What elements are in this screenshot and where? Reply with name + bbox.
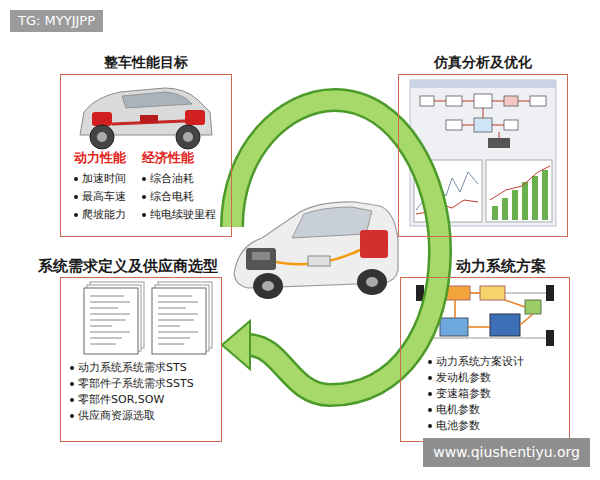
list-item: 综合油耗 xyxy=(150,172,194,185)
bullet-dot xyxy=(428,360,432,364)
list-item: 发动机参数 xyxy=(436,371,491,384)
list-item: 供应商资源选取 xyxy=(78,409,155,422)
bullet-dot xyxy=(142,177,146,181)
arrow-head xyxy=(222,321,250,369)
section-heading: 动力性能 xyxy=(74,150,126,166)
list-item: 加速时间 xyxy=(82,172,126,185)
bullet-dot xyxy=(428,408,432,412)
panel-node: 动力系统方案动力系统方案设计发动机参数变速箱参数电机参数电池参数 xyxy=(400,255,570,442)
bullet-dot xyxy=(74,213,78,217)
list-item: 综合电耗 xyxy=(150,190,194,203)
bullet-dot xyxy=(74,195,78,199)
arrow-outline xyxy=(232,100,440,395)
list-item: 动力系统方案设计 xyxy=(436,355,524,368)
panel-node: 整车性能目标动力性能加速时间最高车速爬坡能力 经济性能综合油耗综合电耗纯电续驶里程 xyxy=(60,52,232,237)
list-item: 变速箱参数 xyxy=(436,387,491,400)
suv-cutaway xyxy=(80,88,212,149)
list-item: 电池参数 xyxy=(436,419,480,432)
bullet-dot xyxy=(70,398,74,402)
panel-node: 仿真分析及优化 xyxy=(398,52,568,237)
panel-title: 动力系统方案 xyxy=(456,257,546,275)
bullet-dot xyxy=(428,424,432,428)
bullet-dot xyxy=(70,382,74,386)
list-item: 电机参数 xyxy=(436,403,480,416)
panel-node: 系统需求定义及供应商选型动力系统系统需求STS 零部件子系统需求SSTS 零部件SO… xyxy=(38,255,222,442)
bullet-dot xyxy=(70,366,74,370)
panel-title: 整车性能目标 xyxy=(60,54,232,70)
list-item: 最高车速 xyxy=(82,190,126,203)
watermark-tag: TG: MYYJJPP xyxy=(10,10,103,32)
panel-frame xyxy=(398,74,568,237)
cycle-arrow xyxy=(222,100,440,395)
section-heading: 经济性能 xyxy=(142,150,194,166)
watermark-url: www.qiushentiyu.org xyxy=(423,438,590,467)
panel-title: 系统需求定义及供应商选型 xyxy=(38,257,218,275)
bullet-dot xyxy=(70,414,74,418)
bullet-dot xyxy=(142,213,146,217)
list-item: 零部件子系统需求SSTS xyxy=(78,377,194,390)
arrow-body xyxy=(232,100,440,395)
list-item: 纯电续驶里程 xyxy=(150,208,216,221)
list-item: 动力系统系统需求STS xyxy=(78,361,187,374)
bullet-dot xyxy=(428,376,432,380)
bullet-dot xyxy=(142,195,146,199)
list-item: 爬坡能力 xyxy=(82,208,126,221)
list-item: 零部件SOR,SOW xyxy=(78,393,164,406)
requirement-documents xyxy=(84,282,212,354)
panel-title: 仿真分析及优化 xyxy=(398,54,568,70)
central-car xyxy=(234,202,398,299)
bullet-dot xyxy=(74,177,78,181)
bullet-dot xyxy=(428,392,432,396)
